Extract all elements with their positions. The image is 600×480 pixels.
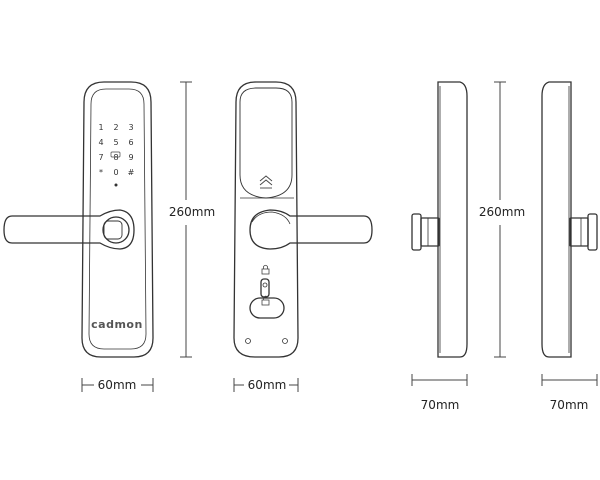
keypad-key: # [128, 168, 135, 177]
side-view-2 [541, 81, 598, 358]
key-cylinder-cover [249, 297, 285, 319]
back-width-label: 60mm [248, 378, 287, 392]
brand-logo: cadmon [91, 318, 143, 331]
keypad-key: 1 [98, 123, 103, 132]
card-reader-icon [110, 151, 121, 158]
keypad-key: 9 [128, 153, 133, 162]
front-view [3, 81, 154, 358]
lock-closed-icon [261, 264, 270, 275]
keypad-key: 5 [113, 138, 118, 147]
front-width-label: 60mm [98, 378, 137, 392]
keypad-key: 0 [113, 168, 118, 177]
keypad-key: 6 [128, 138, 133, 147]
back-handle-rose [251, 211, 291, 225]
keypad-key: 7 [98, 153, 103, 162]
front-handle [3, 209, 135, 250]
keypad: 1 2 3 4 5 6 7 8 9 * 0 # [98, 123, 135, 187]
keypad-key: * [99, 168, 103, 177]
side-1-spindle [420, 217, 440, 247]
front-faceplate [81, 81, 154, 358]
front-handle-rose [102, 216, 130, 244]
front-width-dimension [81, 378, 154, 392]
screw-hole-left [245, 338, 251, 344]
side-1-handle-end [411, 213, 422, 251]
keypad-key: 4 [98, 138, 103, 147]
side-2-body [541, 81, 572, 358]
back-width-dimension [233, 378, 299, 392]
side-2-depth-dimension [541, 374, 598, 386]
side-2-depth-label: 70mm [550, 398, 589, 412]
side-2-handle-end [587, 213, 598, 251]
front-faceplate-inner [88, 88, 147, 350]
screw-hole-right [282, 338, 288, 344]
front-height-dimension [180, 81, 192, 358]
side-height-label: 260mm [479, 205, 525, 219]
side-height-dimension [494, 81, 506, 358]
battery-cover [239, 87, 293, 199]
keypad-key: 3 [128, 123, 133, 132]
front-height-label: 260mm [169, 205, 215, 219]
back-faceplate [233, 81, 299, 358]
lock-open-icon [261, 295, 270, 306]
side-1-depth-dimension [411, 374, 468, 386]
privacy-slide-switch [260, 278, 270, 298]
back-handle [249, 209, 373, 250]
front-handle-neck [103, 220, 123, 240]
side-1-depth-label: 70mm [421, 398, 460, 412]
privacy-switch-knob [262, 282, 268, 288]
side-2-spindle [569, 217, 589, 247]
back-view [233, 81, 373, 358]
keypad-indicator-dot [114, 183, 118, 187]
keypad-key: 8 [113, 153, 118, 162]
side-view-1 [411, 81, 468, 358]
keypad-key: 2 [113, 123, 118, 132]
side-1-body [437, 81, 468, 358]
up-arrow-icon [259, 175, 273, 189]
